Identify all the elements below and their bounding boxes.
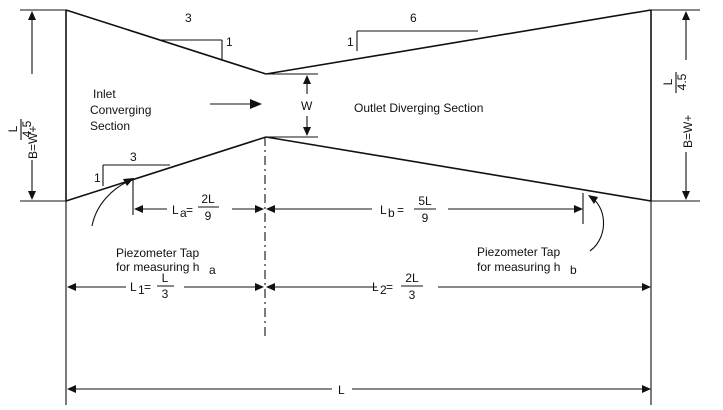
tap-right-sub: b bbox=[570, 263, 577, 277]
flume-outline bbox=[65, 9, 652, 202]
piezometer-tap-left: Piezometer Tap for measuring h a bbox=[91, 178, 216, 277]
l2-arrow-left bbox=[266, 283, 275, 291]
slope-rise-label: 1 bbox=[347, 35, 354, 49]
inlet-top-wall bbox=[65, 9, 267, 75]
l2-dimension: L 2 = 2L 3 bbox=[266, 271, 651, 302]
tap-right-leader bbox=[589, 196, 605, 252]
lb-arrow-left bbox=[266, 205, 275, 213]
slope-bottom-left: 3 1 bbox=[94, 150, 170, 186]
tap-right-label-line2: for measuring h bbox=[477, 260, 560, 274]
la-arrow-left bbox=[134, 205, 143, 213]
la-den: 9 bbox=[205, 209, 212, 223]
la-num: 2L bbox=[201, 192, 215, 206]
lb-den: 9 bbox=[422, 211, 429, 225]
inlet-label-line3: Section bbox=[90, 119, 130, 133]
slope-run-label: 6 bbox=[410, 11, 417, 25]
slope-top-left: 3 1 bbox=[160, 11, 233, 60]
flow-arrow-head bbox=[250, 99, 262, 109]
b-right-den: 4.5 bbox=[675, 73, 689, 90]
lb-num: 5L bbox=[418, 194, 432, 208]
throat-width-dim: W bbox=[301, 75, 313, 136]
flow-arrow bbox=[210, 99, 262, 109]
l2-eq: = bbox=[386, 280, 393, 294]
inlet-label: Inlet Converging Section bbox=[90, 87, 151, 133]
lb-sub: b bbox=[388, 206, 395, 220]
l1-dimension: L 1 = L 3 bbox=[67, 271, 264, 301]
slope-top-right: 6 1 bbox=[347, 11, 478, 51]
inlet-label-line2: Converging bbox=[90, 103, 151, 117]
l2-num: 2L bbox=[405, 271, 419, 285]
b-right-num: L bbox=[661, 78, 675, 85]
l1-eq: = bbox=[144, 280, 151, 294]
tap-left-label-line2: for measuring h bbox=[116, 260, 199, 274]
w-arrow-bottom bbox=[303, 127, 311, 136]
b-left-eq: B=W+ bbox=[26, 126, 40, 159]
b-left-den: 4.5 bbox=[20, 120, 34, 137]
la-symbol: L bbox=[172, 203, 179, 217]
l-arrow-right bbox=[642, 385, 651, 393]
outlet-bottom-wall bbox=[265, 136, 652, 202]
b-dim-right: B=W+ L 4.5 bbox=[661, 11, 695, 200]
b-left-arrow-top bbox=[28, 11, 36, 20]
l1-den: 3 bbox=[162, 287, 169, 301]
l2-arrow-right bbox=[642, 283, 651, 291]
l1-num: L bbox=[162, 271, 169, 285]
b-right-arrow-bottom bbox=[682, 191, 690, 200]
b-left-num: L bbox=[6, 125, 20, 132]
w-label: W bbox=[301, 99, 313, 113]
inlet-bottom-wall bbox=[65, 136, 267, 202]
b-left-arrow-bottom bbox=[28, 191, 36, 200]
b-right-arrow-top bbox=[682, 11, 690, 20]
b-dim-left: B=W+ L 4.5 bbox=[6, 11, 40, 200]
inlet-label-line1: Inlet bbox=[93, 87, 116, 101]
l1-arrow-right bbox=[255, 283, 264, 291]
tap-left-arrow bbox=[123, 178, 134, 186]
extension-lines bbox=[20, 9, 700, 405]
tap-left-sub: a bbox=[209, 263, 216, 277]
lb-eq: = bbox=[397, 203, 404, 217]
lb-arrow-right bbox=[574, 205, 583, 213]
tap-right-arrow bbox=[588, 195, 598, 204]
la-eq: = bbox=[186, 203, 193, 217]
la-arrow-right bbox=[255, 205, 264, 213]
tap-left-label-line1: Piezometer Tap bbox=[116, 246, 199, 260]
slope-run-label: 3 bbox=[130, 150, 137, 164]
la-dimension: L a = 2L 9 bbox=[134, 192, 264, 223]
b-right-eq: B=W+ bbox=[681, 115, 695, 148]
l2-den: 3 bbox=[409, 288, 416, 302]
l1-arrow-left bbox=[67, 283, 76, 291]
l2-symbol: L bbox=[372, 280, 379, 294]
piezometer-tap-right: Piezometer Tap for measuring h b bbox=[477, 193, 605, 277]
slope-rise-label: 1 bbox=[94, 171, 101, 185]
l2-sub: 2 bbox=[380, 283, 387, 297]
lb-symbol: L bbox=[380, 203, 387, 217]
slope-rise-label: 1 bbox=[226, 35, 233, 49]
w-arrow-top bbox=[303, 75, 311, 84]
outlet-top-wall bbox=[265, 9, 652, 75]
l-label: L bbox=[338, 383, 345, 397]
l1-sub: 1 bbox=[138, 283, 145, 297]
tap-right-label-line1: Piezometer Tap bbox=[477, 245, 560, 259]
l1-symbol: L bbox=[130, 280, 137, 294]
b-left-formula: B=W+ L 4.5 bbox=[6, 119, 40, 159]
la-sub: a bbox=[180, 206, 187, 220]
l-arrow-left bbox=[67, 385, 76, 393]
outlet-label: Outlet Diverging Section bbox=[354, 101, 483, 115]
lb-dimension: L b = 5L 9 bbox=[266, 194, 583, 225]
b-right-formula: B=W+ L 4.5 bbox=[661, 72, 695, 148]
total-length-dim: L bbox=[67, 383, 651, 397]
slope-run-label: 3 bbox=[185, 11, 192, 25]
